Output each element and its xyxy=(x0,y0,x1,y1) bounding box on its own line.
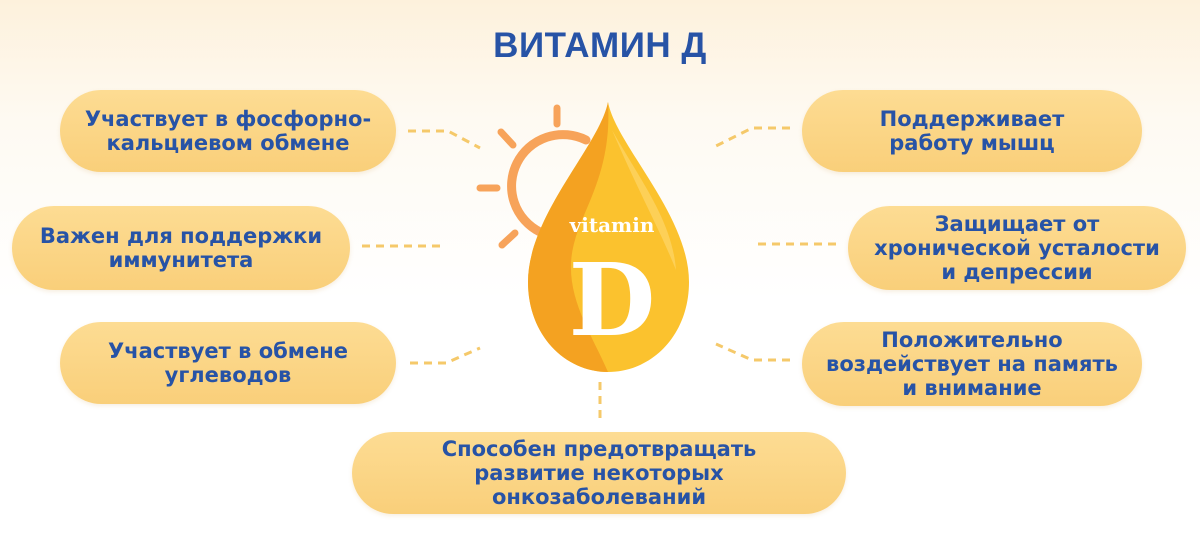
sun-icon xyxy=(476,104,591,249)
benefit-fatigue-depression: Защищает от хронической усталости и депр… xyxy=(848,206,1186,290)
benefit-phosphorus-calcium: Участвует в фосфорно- кальциевом обмене xyxy=(60,90,396,172)
benefit-text: Положительно воздействует на память и вн… xyxy=(826,328,1118,400)
page-title: ВИТАМИН Д xyxy=(493,26,707,65)
benefit-immunity: Важен для поддержки иммунитета xyxy=(12,206,350,290)
connector-memory xyxy=(715,342,790,362)
connector-phosphorus xyxy=(408,129,481,150)
benefit-text: Поддерживает работу мышц xyxy=(879,107,1065,155)
benefit-text: Защищает от хронической усталости и депр… xyxy=(874,212,1160,284)
vitamin-word: vitamin xyxy=(569,213,655,237)
connector-muscles xyxy=(715,126,790,148)
benefit-muscles: Поддерживает работу мышц xyxy=(802,90,1142,172)
connectors xyxy=(362,126,836,422)
benefit-text: Важен для поддержки иммунитета xyxy=(39,224,323,272)
vitamin-letter: D xyxy=(569,241,656,359)
benefit-text: Способен предотвращать развитие некоторы… xyxy=(441,437,757,509)
connector-carbohydrates xyxy=(410,346,481,365)
benefit-text: Участвует в фосфорно- кальциевом обмене xyxy=(84,107,372,155)
benefit-text: Участвует в обмене углеводов xyxy=(108,339,348,387)
vitamin-drop-icon: vitamin D xyxy=(528,102,689,372)
benefit-memory-attention: Положительно воздействует на память и вн… xyxy=(802,322,1142,406)
benefit-oncology: Способен предотвращать развитие некоторы… xyxy=(352,432,846,514)
benefit-carbohydrates: Участвует в обмене углеводов xyxy=(60,322,396,404)
